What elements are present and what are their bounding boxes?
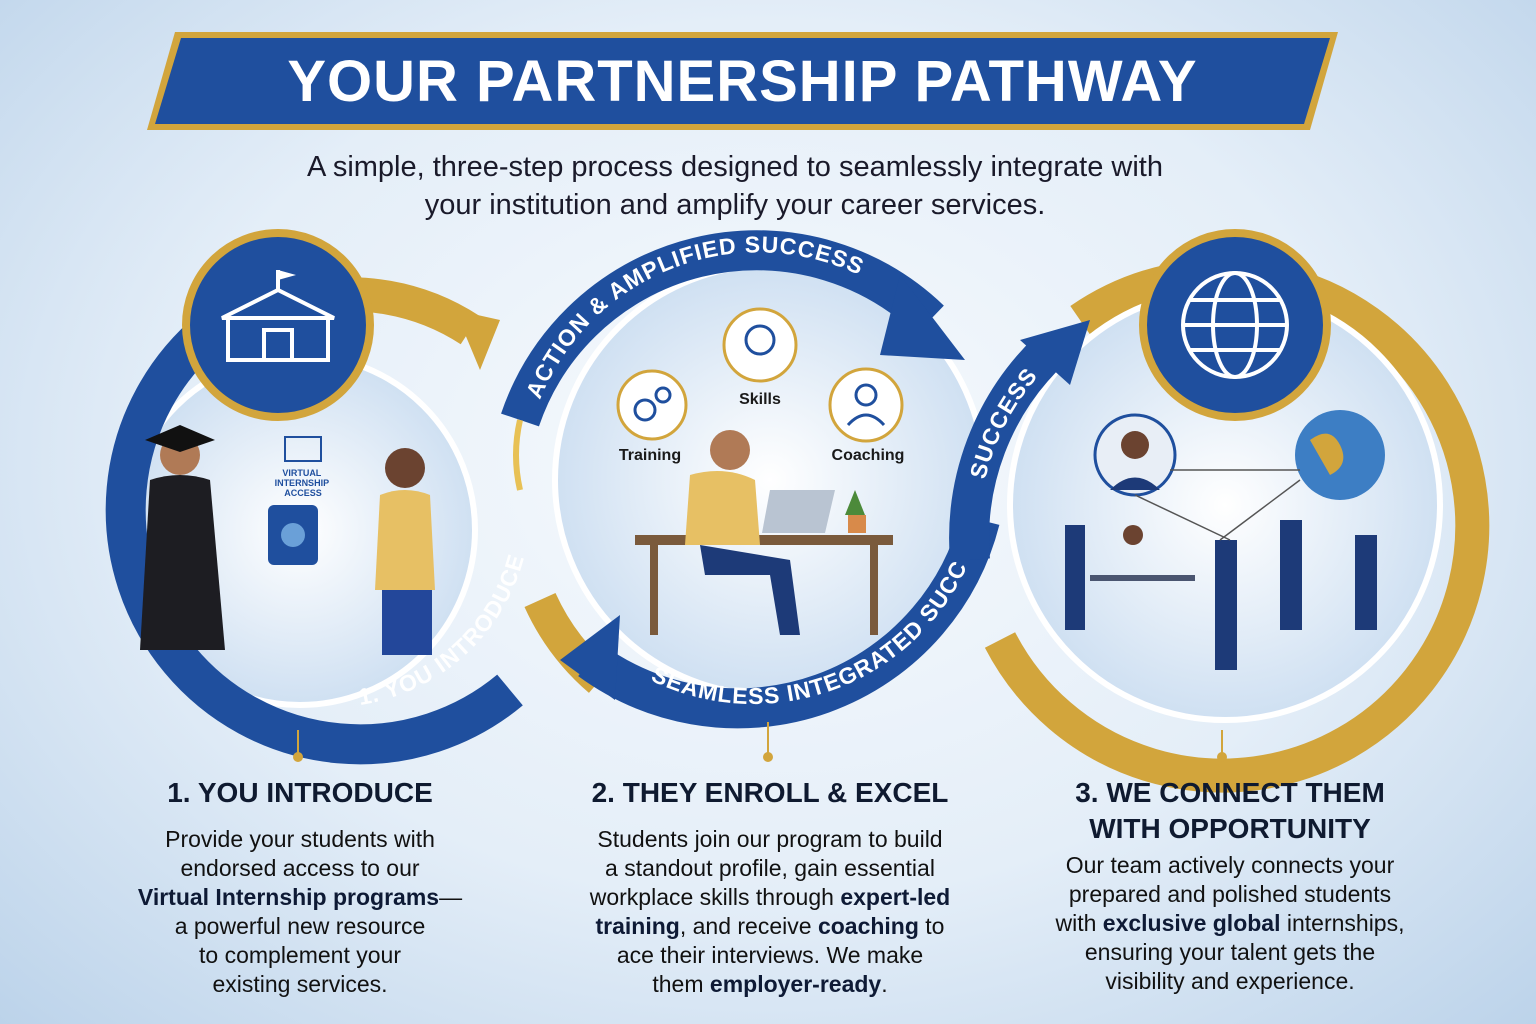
text-segment: — [439, 884, 463, 910]
arrow-up-icon [1020, 320, 1090, 385]
coaching-label: Coaching [832, 447, 905, 464]
description-line: to complement your [120, 941, 480, 970]
description-line: ace their interviews. We make [540, 941, 1000, 970]
subtitle: A simple, three-step process designed to… [200, 148, 1270, 224]
small-arrow-icon [513, 419, 523, 491]
text-segment: a standout profile, gain essential [605, 855, 935, 881]
training-label: Training [619, 447, 681, 464]
emphasis-text: training [595, 913, 680, 939]
tablet-icon [268, 505, 318, 565]
text-segment: ace their interviews. We make [616, 942, 924, 968]
subtitle-line: A simple, three-step process designed to… [307, 151, 1163, 183]
coach-icon [828, 367, 904, 443]
award-icon [722, 307, 798, 383]
gears-icon [616, 369, 688, 441]
skills-label: Skills [739, 391, 781, 408]
description-line: ensuring your talent gets the [1030, 938, 1430, 967]
banner-shape [147, 32, 1338, 130]
text-segment: Our team actively connects your [1065, 852, 1395, 878]
text-segment: a powerful new resource [174, 913, 426, 939]
gold-arrow-icon [455, 310, 500, 370]
emphasis-text: Virtual Internship programs [137, 884, 440, 910]
description-line: existing services. [120, 970, 480, 999]
title-banner: YOUR PARTNERSHIP PATHWAY [145, 30, 1340, 132]
text-segment: ensuring your talent gets the [1084, 939, 1376, 965]
business-people [1065, 410, 1385, 670]
description-line: a powerful new resource [120, 912, 480, 941]
description-line: Provide your students with [120, 825, 480, 854]
description-line: workplace skills through expert-led [540, 883, 1000, 912]
text-segment: internships, [1280, 910, 1405, 936]
text-segment: them [652, 971, 710, 997]
university-icon [182, 229, 374, 421]
step-enroll: 2. THEY ENROLL & EXCEL Students join our… [540, 775, 1000, 999]
student-figure [375, 448, 435, 655]
step-title: 1. YOU INTRODUCE [167, 777, 433, 808]
step-description: Students join our program to build a stan… [540, 825, 1000, 999]
description-line: Virtual Internship programs— [120, 883, 480, 912]
description-line: with exclusive global internships, [1030, 909, 1430, 938]
student-at-desk [635, 430, 893, 635]
text-segment: existing services. [212, 971, 388, 997]
text-segment: to [918, 913, 945, 939]
text-segment: Students join our program to build [597, 826, 943, 852]
blue-loop [105, 230, 1064, 765]
emphasis-text: employer-ready [709, 971, 882, 997]
description-line: a standout profile, gain essential [540, 854, 1000, 883]
arrow-left-icon [560, 615, 620, 700]
text-segment: with [1055, 910, 1103, 936]
step-connect: 3. WE CONNECT THEM WITH OPPORTUNITY Our … [1030, 775, 1430, 996]
emphasis-text: exclusive global [1102, 910, 1281, 936]
text-segment: workplace skills through [589, 884, 841, 910]
text-segment: , and receive [679, 913, 818, 939]
tablet-caption: VIRTUAL INTERNSHIP ACCESS [275, 468, 332, 498]
graduate-figure [140, 425, 225, 650]
laptop-cursor-icon [284, 436, 322, 462]
text-segment: prepared and polished students [1068, 881, 1392, 907]
step-title: 2. THEY ENROLL & EXCEL [591, 777, 949, 808]
text-segment: visibility and experience. [1105, 968, 1355, 994]
step-title: WITH OPPORTUNITY [1089, 813, 1371, 844]
subtitle-line: your institution and amplify your career… [424, 189, 1046, 221]
page-title: YOUR PARTNERSHIP PATHWAY [287, 48, 1198, 114]
emphasis-text: expert-led [840, 884, 951, 910]
emphasis-text: coaching [817, 913, 919, 939]
text-segment: Provide your students with [165, 826, 435, 852]
arrow-right-icon [880, 275, 965, 360]
step-description: Our team actively connects your prepared … [1030, 851, 1430, 996]
text-segment: to complement your [199, 942, 401, 968]
description-line: Our team actively connects your [1030, 851, 1430, 880]
text-segment: endorsed access to our [180, 855, 420, 881]
step-title: 3. WE CONNECT THEM [1075, 777, 1385, 808]
description-line: endorsed access to our [120, 854, 480, 883]
step-introduce: 1. YOU INTRODUCE Provide your students w… [120, 775, 480, 999]
global-network-icon [1139, 229, 1331, 421]
connector-pins [293, 722, 1227, 762]
connection-lines [1134, 469, 1301, 541]
step-description: Provide your students with endorsed acces… [120, 825, 480, 999]
description-line: Students join our program to build [540, 825, 1000, 854]
description-line: them employer-ready. [540, 970, 1000, 999]
description-line: training, and receive coaching to [540, 912, 1000, 941]
description-line: visibility and experience. [1030, 967, 1430, 996]
text-segment: . [881, 971, 888, 997]
description-line: prepared and polished students [1030, 880, 1430, 909]
